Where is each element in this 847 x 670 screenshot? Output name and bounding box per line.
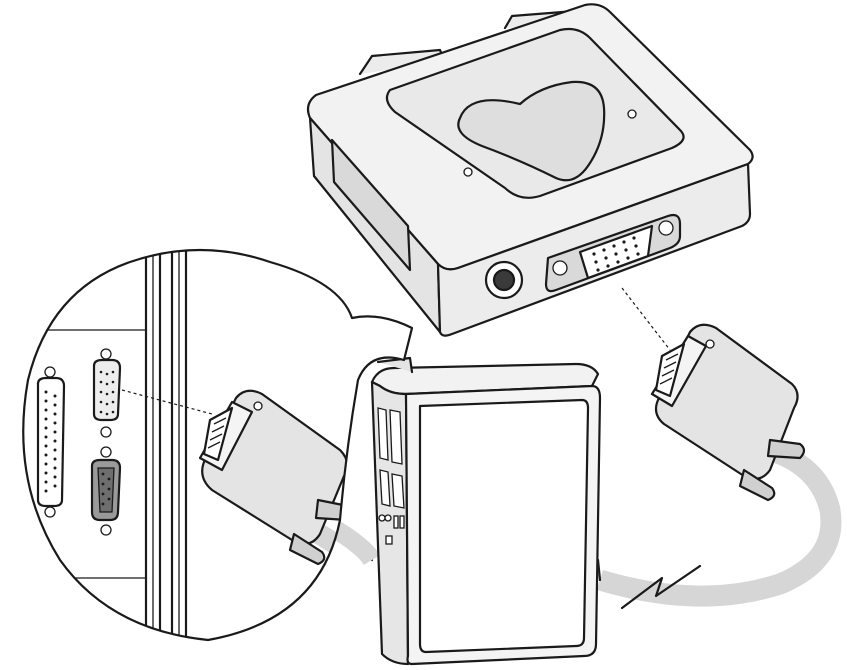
tower-usb-port-icon <box>393 515 399 529</box>
plug-left-screw-icon <box>253 401 263 411</box>
adapter-side-slot <box>330 138 412 272</box>
adapter-logo-shape <box>457 80 606 182</box>
rear-panel-callout <box>22 248 414 642</box>
adapter-round-jack-inner <box>492 268 516 292</box>
plug-right-screw-icon <box>705 339 715 349</box>
vga-plug-right <box>650 323 806 502</box>
tower-drive-bay <box>391 473 405 509</box>
callout-bubble-outline <box>22 248 414 642</box>
vga-adapter-box <box>306 3 754 337</box>
guide-line-adapter <box>621 287 671 351</box>
plug-right-pins <box>659 353 679 385</box>
adapter-vga-pins <box>592 236 640 272</box>
tower-drive-bay <box>389 409 403 465</box>
rear-vga-port-icon <box>92 348 122 438</box>
zigzag-break-icon <box>620 564 702 610</box>
db9-serial-port-icon <box>90 446 122 536</box>
tower-drive-bay <box>379 469 391 507</box>
tower-drive-bay <box>377 407 389 461</box>
tower-side-cable <box>596 558 602 582</box>
adapter-vga-port <box>544 213 682 293</box>
tower-front-button-icon <box>384 514 392 522</box>
adapter-screw-icon <box>627 109 637 119</box>
adapter-screw-icon <box>463 167 473 177</box>
cable-fill <box>596 442 842 607</box>
desktop-computer-tower <box>370 356 602 666</box>
adapter-vga-screw-icon <box>658 220 674 236</box>
tower-usb-port-icon <box>399 515 405 529</box>
tower-rear-cable <box>376 356 414 374</box>
tower-side-panel <box>418 398 590 654</box>
tower-front-button-icon <box>378 514 386 522</box>
tower-power-button-icon <box>385 535 393 545</box>
plug-right-thumbscrew <box>738 468 776 502</box>
db25-parallel-port-icon <box>36 366 66 518</box>
plug-left-thumbscrew <box>288 532 326 566</box>
plug-left-thumbscrew <box>314 498 354 522</box>
adapter-vga-screw-icon <box>552 260 568 276</box>
plug-right-thumbscrew <box>766 438 806 460</box>
plug-left-pins <box>207 417 227 449</box>
